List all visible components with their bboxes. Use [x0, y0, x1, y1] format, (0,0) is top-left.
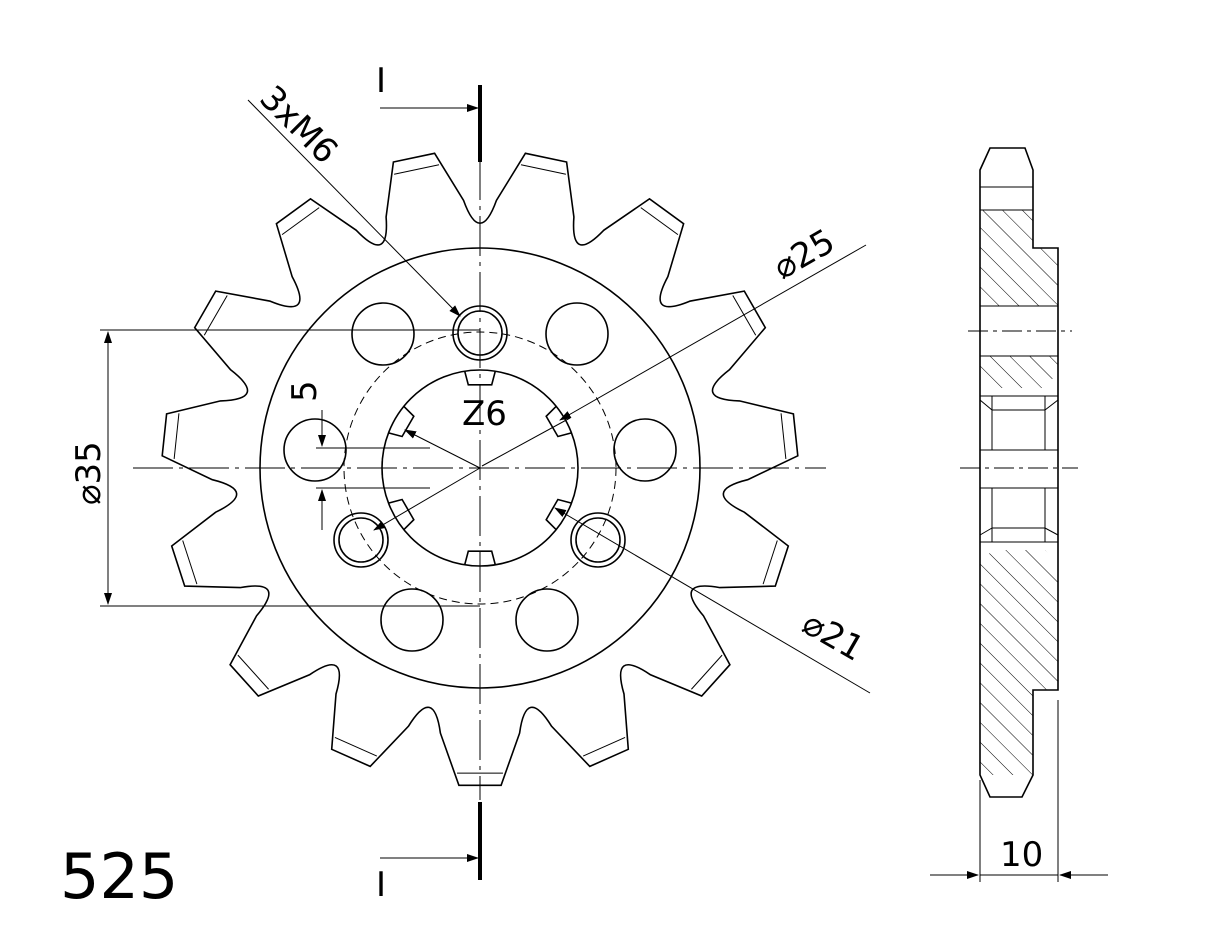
section-mark-bottom: I: [376, 865, 386, 905]
tooth-tip-line: [732, 295, 757, 336]
tooth-tip-line: [691, 654, 723, 690]
diameter-25-label: ⌀25: [767, 221, 842, 288]
section-mark-top: I: [376, 61, 386, 101]
bolt-hole: [575, 517, 621, 563]
lightening-hole: [613, 418, 677, 482]
tooth-tip-line: [334, 736, 378, 757]
lightening-hole: [351, 302, 415, 366]
spline-notch: [388, 405, 415, 438]
offset-5-label: 5: [285, 380, 325, 402]
thickness-label: 10: [1000, 835, 1043, 875]
diameter-21-leader: [554, 507, 871, 694]
thread-label: 3xM6: [252, 78, 346, 172]
lightening-hole: [380, 588, 444, 652]
tooth-tip-line: [173, 413, 180, 459]
spline-notch: [545, 405, 572, 438]
front-view: I I 3xM6 ⌀25 ⌀21 ⌀35 5 Z6: [69, 61, 871, 905]
tooth-tip-line: [520, 164, 566, 175]
lightening-hole: [283, 418, 347, 482]
lightening-hole: [545, 302, 609, 366]
lightening-holes: [283, 302, 677, 652]
chain-pitch-label: 525: [60, 840, 178, 913]
spline-notch: [463, 550, 497, 566]
diameter-35-label: ⌀35: [69, 441, 109, 505]
spline-label: Z6: [462, 394, 507, 434]
thread-leader: [247, 99, 461, 317]
lightening-hole: [515, 588, 579, 652]
tooth-tip-line: [394, 164, 440, 175]
bolt-hole: [570, 512, 626, 568]
tooth-tip-lines: [173, 164, 787, 774]
tooth-tip-line: [762, 540, 778, 585]
tooth-tip-line: [281, 207, 320, 236]
bolt-hole: [333, 512, 389, 568]
spline-notch: [545, 498, 572, 531]
tooth-tip-line: [780, 413, 787, 459]
tooth-tip-line: [182, 540, 198, 585]
tooth-tip-line: [237, 654, 269, 690]
tooth-tip-line: [203, 295, 228, 336]
diameter-25-line-inner: [481, 417, 571, 467]
diameter-25-leader: [559, 244, 867, 421]
sprocket-teeth-outline: [161, 152, 799, 787]
diameter-21-label: ⌀21: [796, 603, 871, 670]
diameter-21-line: [404, 429, 481, 469]
bolt-hole: [338, 517, 384, 563]
side-profile-outline: [979, 147, 1059, 798]
tooth-tip-line: [582, 736, 626, 757]
side-view: 10: [930, 147, 1108, 882]
diameter-25-line: [373, 467, 481, 531]
tooth-tip-line: [640, 207, 679, 236]
